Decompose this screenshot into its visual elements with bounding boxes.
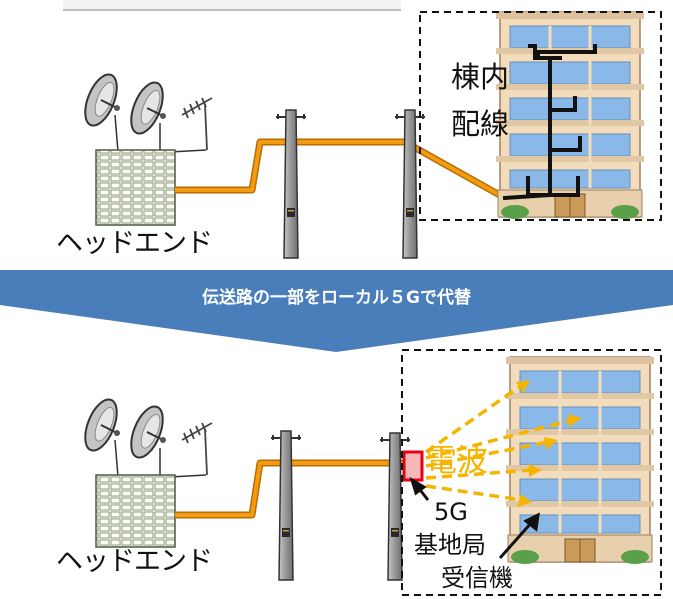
radio-wave-label: 電波 (426, 443, 488, 479)
top-building-dashed-box (419, 11, 662, 221)
bottom-headend (77, 394, 213, 548)
building-pointer-arrow (498, 512, 540, 559)
receiver-label-line2: 基地局 (414, 531, 486, 559)
top-headend-rack (95, 149, 176, 226)
bottom-cable (175, 461, 405, 517)
in-building-wiring (502, 44, 597, 201)
transition-banner (0, 270, 673, 352)
radio-wave-arrows (424, 383, 573, 502)
top-dish-1 (77, 69, 125, 131)
top-headend (77, 69, 213, 226)
bottom-apartment-building (504, 355, 656, 566)
bottom-dish-1 (77, 394, 125, 456)
in-building-label-line2: 配線 (451, 107, 510, 141)
top-edge-strip (63, 0, 401, 10)
radio-wave-arrowheads (516, 380, 582, 507)
top-pole-2 (395, 109, 425, 259)
bottom-headend-rack (95, 474, 176, 548)
top-cable (175, 140, 506, 200)
bottom-headend-label: ヘッドエンド (56, 546, 213, 577)
bottom-pole-2 (380, 432, 410, 581)
receiver-pointer-arrow (409, 476, 430, 501)
receiver-label-line3: 受信機 (441, 564, 513, 592)
in-building-label-line1: 棟内 (451, 60, 510, 94)
5g-receiver-box (402, 450, 424, 482)
top-dish-2 (123, 77, 171, 139)
top-antenna (181, 97, 213, 151)
top-headend-label: ヘッドエンド (56, 228, 213, 259)
bottom-dish-2 (123, 401, 171, 463)
top-apartment-building (494, 10, 646, 221)
top-pole-1 (276, 109, 306, 259)
receiver-label-line1: 5G (434, 498, 468, 526)
bottom-pole-1 (271, 430, 301, 581)
transition-banner-text: 伝送路の一部をローカル５Gで代替 (202, 288, 471, 308)
bottom-antenna (181, 422, 213, 476)
